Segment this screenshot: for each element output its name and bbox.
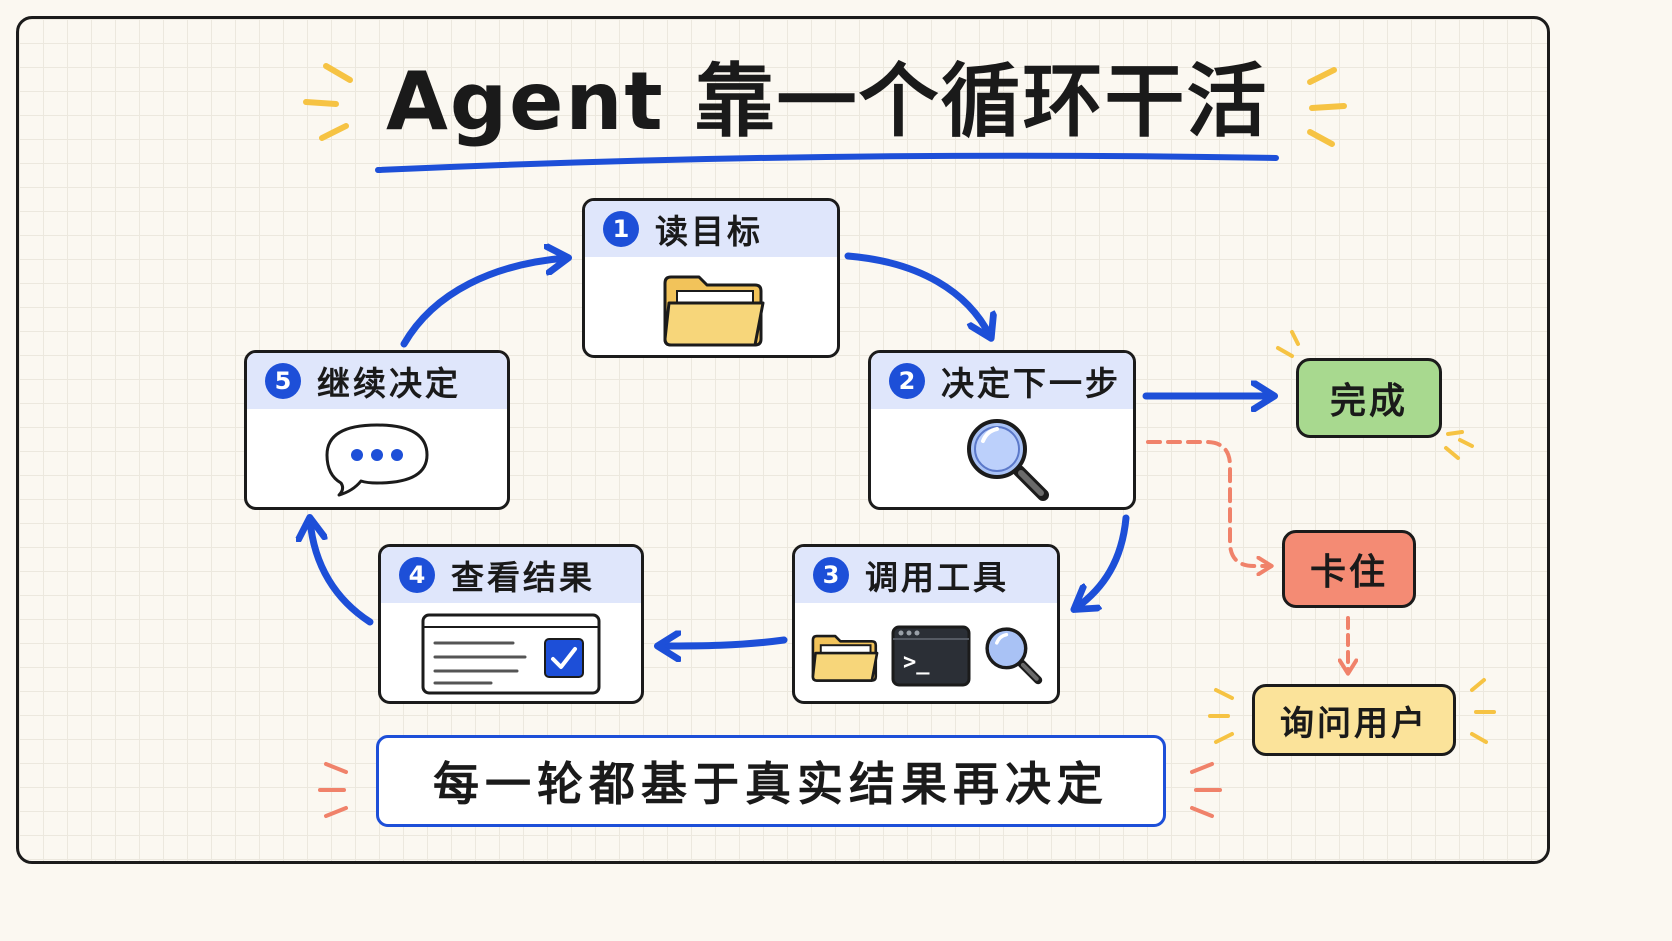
step-card-header: 3 调用工具 [795, 547, 1057, 603]
speech-bubble-icon [325, 423, 429, 497]
arrow-4-to-5 [310, 520, 374, 626]
step-number-badge: 1 [603, 211, 639, 247]
step-label: 决定下一步 [941, 364, 1121, 403]
step-label: 查看结果 [451, 558, 595, 597]
step-card-body [585, 257, 837, 355]
magnifier-icon [985, 627, 1043, 685]
step-card-read-goal: 1 读目标 [582, 198, 840, 358]
step-number-badge: 4 [399, 557, 435, 593]
step-card-check-result: 4 查看结果 [378, 544, 644, 704]
step-card-header: 1 读目标 [585, 201, 837, 257]
title-sparks-right [1307, 67, 1347, 147]
title-underline [375, 152, 1279, 173]
step-card-body [871, 409, 1133, 507]
step-card-header: 5 继续决定 [247, 353, 507, 409]
step-card-continue-decide: 5 继续决定 [244, 350, 510, 510]
arrow-2-to-3 [1076, 514, 1130, 608]
step-label: 调用工具 [865, 558, 1009, 597]
title-sparks-left [303, 63, 353, 141]
terminal-prompt: >_ [903, 650, 930, 675]
magnifier-icon [967, 419, 1049, 501]
folder-icon [811, 634, 879, 682]
diagram-title: Agent 靠一个循环干活 [386, 55, 1269, 148]
arrow-to-stuck [1146, 440, 1270, 566]
step-label: 读目标 [655, 212, 763, 251]
footer-sparks [318, 762, 1222, 818]
step-card-decide-next: 2 决定下一步 [868, 350, 1136, 510]
ask-sparks [1208, 678, 1496, 744]
terminal-icon: >_ [891, 625, 971, 687]
outcome-ask-user: 询问用户 [1252, 684, 1456, 756]
step-card-body [381, 603, 641, 701]
step-number-badge: 2 [889, 363, 925, 399]
step-card-call-tools: 3 调用工具 >_ [792, 544, 1060, 704]
outcome-done: 完成 [1296, 358, 1442, 438]
footer-banner: 每一轮都基于真实结果再决定 [376, 735, 1166, 827]
step-card-body: >_ [795, 603, 1057, 701]
checked-document-icon [421, 613, 601, 695]
step-number-badge: 5 [265, 363, 301, 399]
arrow-5-to-1 [400, 258, 566, 348]
step-label: 继续决定 [317, 364, 461, 403]
outcome-stuck: 卡住 [1282, 530, 1416, 608]
done-sparks [1276, 330, 1474, 460]
arrow-3-to-4 [660, 640, 788, 646]
step-number-badge: 3 [813, 557, 849, 593]
folder-icon [663, 275, 765, 347]
step-card-header: 2 决定下一步 [871, 353, 1133, 409]
arrow-1-to-2 [844, 252, 990, 336]
step-card-body [247, 409, 507, 507]
step-card-header: 4 查看结果 [381, 547, 641, 603]
